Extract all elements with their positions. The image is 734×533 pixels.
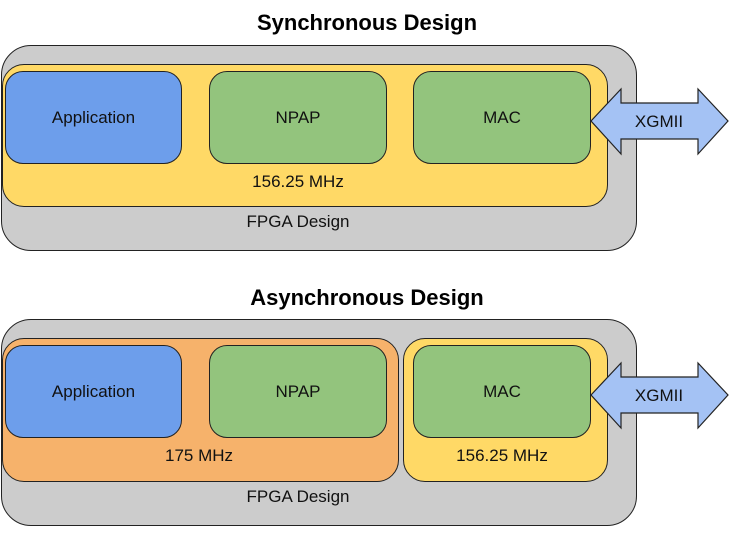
async-mac-clock-label: 156.25 MHz [456,446,548,465]
sync-fpga-label: FPGA Design [246,212,350,231]
async-title: Asynchronous Design [250,285,484,310]
async-fpga-label: FPGA Design [246,487,350,506]
sync-xgmii-label: XGMII [635,112,683,131]
sync-npap-block: NPAP [209,71,387,164]
sync-clock-label: 156.25 MHz [252,172,344,191]
async-mac-block: MAC [413,345,591,438]
sync-mac-block: MAC [413,71,591,164]
async-app-clock-label: 175 MHz [164,446,234,465]
async-xgmii-arrow: XGMII [590,361,729,430]
sync-application-block: Application [5,71,182,164]
sync-title: Synchronous Design [256,10,478,35]
sync-xgmii-arrow: XGMII [590,87,729,156]
async-application-block: Application [5,345,182,438]
async-xgmii-label: XGMII [635,386,683,405]
async-npap-block: NPAP [209,345,387,438]
